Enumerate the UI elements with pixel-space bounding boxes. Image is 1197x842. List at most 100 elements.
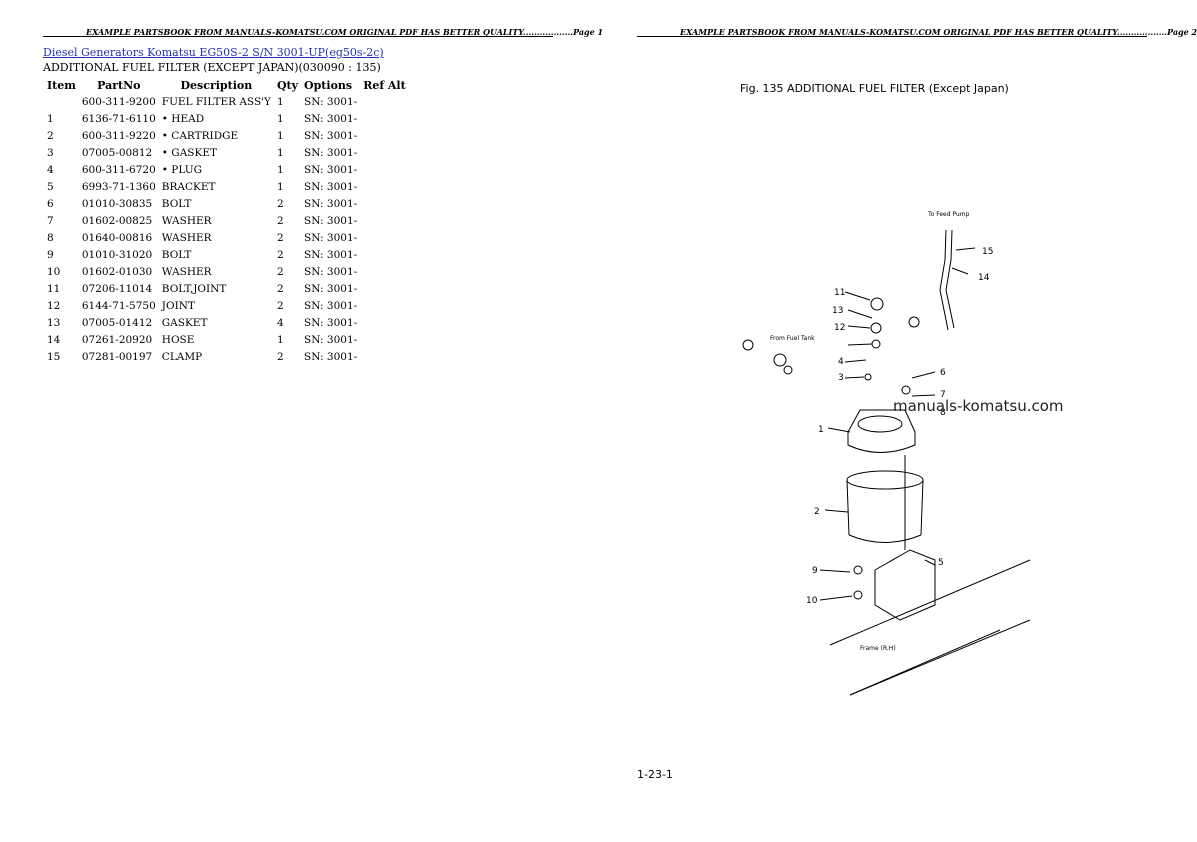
parts-diagram: Fig. 135 ADDITIONAL FUEL FILTER (Except … xyxy=(740,82,1031,696)
cell-qty: 2 xyxy=(276,282,284,295)
cell-item: 9 xyxy=(47,248,54,261)
cell-refalt xyxy=(360,297,409,314)
cell-partno: 07005-01412 xyxy=(81,316,153,329)
cell-item: 8 xyxy=(47,231,54,244)
cell-partno: 600-311-9220 xyxy=(81,129,156,142)
cell-description: • CARTRIDGE xyxy=(161,129,239,142)
cell-description: • HEAD xyxy=(161,112,205,125)
cell-refalt xyxy=(360,144,409,161)
cell-options: SN: 3001- xyxy=(304,129,358,142)
callout-12: 12 xyxy=(834,323,845,333)
cell-partno: 6144-71-5750 xyxy=(81,299,156,312)
callout-4: 4 xyxy=(838,357,844,367)
cell-options: SN: 3001- xyxy=(304,214,358,227)
cell-item: 13 xyxy=(47,316,61,329)
cell-partno: 01010-31020 xyxy=(81,248,153,261)
cell-refalt xyxy=(360,229,409,246)
cell-description: JOINT xyxy=(161,299,195,312)
table-row: 600-311-9200 FUEL FILTER ASS'Y 1 SN: 3001- xyxy=(43,93,409,110)
cell-qty: 1 xyxy=(276,95,284,108)
cell-description: • GASKET xyxy=(161,146,217,159)
cell-refalt xyxy=(360,314,409,331)
cell-refalt xyxy=(360,110,409,127)
cell-options: SN: 3001- xyxy=(304,350,358,363)
cell-description: WASHER xyxy=(161,265,212,278)
cell-qty: 2 xyxy=(276,350,284,363)
to-pump-label: To Feed Pump xyxy=(927,211,970,218)
cell-qty: 2 xyxy=(276,265,284,278)
cell-item: 5 xyxy=(47,180,54,193)
cell-options: SN: 3001- xyxy=(304,248,358,261)
cell-description: FUEL FILTER ASS'Y xyxy=(161,95,271,108)
callout-11: 11 xyxy=(834,288,845,298)
cell-description: BRACKET xyxy=(161,180,216,193)
cell-item xyxy=(43,93,79,110)
cell-refalt xyxy=(360,331,409,348)
cell-options: SN: 3001- xyxy=(304,316,358,329)
cell-description: BOLT xyxy=(161,248,192,261)
cell-description: WASHER xyxy=(161,214,212,227)
callout-8: 8 xyxy=(940,408,946,418)
model-title-link[interactable]: Diesel Generators Komatsu EG50S-2 S/N 30… xyxy=(43,46,384,59)
cell-description: • PLUG xyxy=(161,163,203,176)
callout-7: 7 xyxy=(940,390,946,400)
cell-description: BOLT,JOINT xyxy=(161,282,227,295)
cell-item: 12 xyxy=(47,299,61,312)
parts-table: Item PartNo Description Qty Options Ref … xyxy=(43,78,409,365)
callout-10: 10 xyxy=(806,596,818,606)
page-header-right: EXAMPLE PARTSBOOK FROM MANUALS-KOMATSU.C… xyxy=(680,27,1197,37)
callout-2: 2 xyxy=(814,507,820,517)
cell-refalt xyxy=(360,161,409,178)
site-watermark: manuals-komatsu.com xyxy=(893,397,1064,415)
table-header-row: Item PartNo Description Qty Options Ref … xyxy=(43,78,409,93)
cell-qty: 2 xyxy=(276,197,284,210)
cell-item: 3 xyxy=(47,146,54,159)
cell-options: SN: 3001- xyxy=(304,95,358,108)
cell-item: 4 xyxy=(47,163,54,176)
cell-item: 1 xyxy=(47,112,54,125)
cell-item: 6 xyxy=(47,197,54,210)
callout-15: 15 xyxy=(982,247,993,257)
cell-refalt xyxy=(360,263,409,280)
cell-partno: 07206-11014 xyxy=(81,282,153,295)
cell-qty: 2 xyxy=(276,299,284,312)
cell-partno: 07005-00812 xyxy=(81,146,153,159)
cell-description: BOLT xyxy=(161,197,192,210)
callout-3: 3 xyxy=(838,373,844,383)
cell-refalt xyxy=(360,93,409,110)
frame-label: Frame (R.H) xyxy=(860,645,896,652)
cell-qty: 1 xyxy=(276,129,284,142)
col-header-partno: PartNo xyxy=(97,79,141,92)
cell-refalt xyxy=(360,212,409,229)
cell-options: SN: 3001- xyxy=(304,146,358,159)
cell-partno: 600-311-9200 xyxy=(81,95,156,108)
cell-refalt xyxy=(360,195,409,212)
cell-refalt xyxy=(360,280,409,297)
cell-qty: 1 xyxy=(276,112,284,125)
callout-5: 5 xyxy=(938,558,944,568)
cell-item: 2 xyxy=(47,129,54,142)
cell-partno: 01602-01030 xyxy=(81,265,153,278)
col-header-description: Description xyxy=(180,79,253,92)
cell-item: 11 xyxy=(47,282,61,295)
table-row: 3 07005-00812 • GASKET 1 SN: 3001- xyxy=(43,144,409,161)
page-header-left: EXAMPLE PARTSBOOK FROM MANUALS-KOMATSU.C… xyxy=(86,27,604,37)
callout-6: 6 xyxy=(940,368,946,378)
callout-9: 9 xyxy=(812,566,818,576)
cell-qty: 2 xyxy=(276,214,284,227)
col-header-options: Options xyxy=(304,79,353,92)
from-tank-label: From Fuel Tank xyxy=(770,335,815,342)
header-divider-right xyxy=(637,36,1147,37)
cell-qty: 1 xyxy=(276,146,284,159)
cell-refalt xyxy=(360,127,409,144)
